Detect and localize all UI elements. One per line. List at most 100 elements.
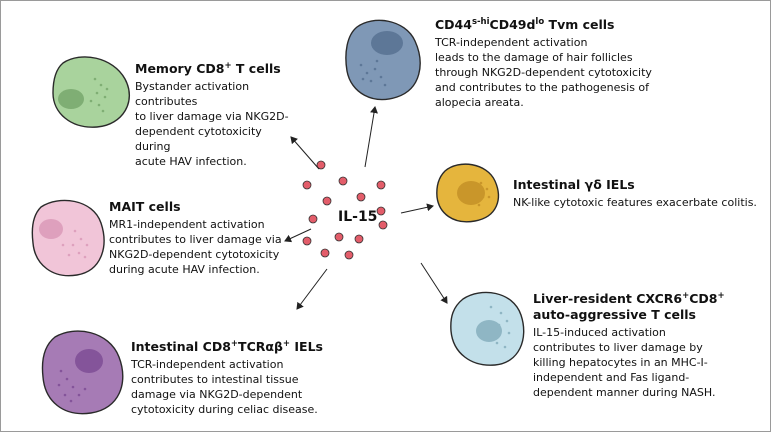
title-superscript: + <box>230 338 239 349</box>
granule <box>61 243 65 247</box>
granules <box>89 77 109 113</box>
granule <box>69 399 73 403</box>
title-segment: Memory CD8 <box>135 61 225 76</box>
granule <box>481 195 485 199</box>
cell-nucleus <box>371 31 403 55</box>
cd44-tvm-cell-icon <box>345 19 421 101</box>
title-segment: IELs <box>290 339 323 354</box>
arrow-to-cd44-tvm <box>364 106 378 168</box>
granules <box>359 59 387 87</box>
arrow-to-intestinal-gd <box>400 203 434 214</box>
granule <box>507 331 511 335</box>
title-segment: Intestinal CD8 <box>131 339 231 354</box>
il15-dot <box>334 232 344 242</box>
title-segment: Intestinal γδ IELs <box>513 177 635 192</box>
memory-cd8-text: Memory CD8+ T cells Bystander activation… <box>135 61 295 169</box>
granule <box>103 95 107 99</box>
cell-nucleus <box>75 349 103 373</box>
memory-cd8-cell-icon <box>52 56 131 128</box>
granule <box>489 305 493 309</box>
intestinal-cd8-text: Intestinal CD8+TCRαβ+ IELs TCR-independe… <box>131 339 341 417</box>
il15-dot <box>356 192 366 202</box>
granule <box>77 251 81 255</box>
arrow-to-memory-cd8 <box>290 136 320 170</box>
granule <box>85 243 89 247</box>
intestinal-gd-text: Intestinal γδ IELs NK-like cytotoxic fea… <box>513 177 763 210</box>
granule <box>473 185 477 189</box>
il15-dot <box>302 180 312 190</box>
cell-nucleus <box>476 320 502 342</box>
title-segment: T cells <box>231 61 281 76</box>
mait-text: MAIT cells MR1-independent activation co… <box>109 199 284 277</box>
cell-body <box>31 199 105 277</box>
granule <box>505 319 509 323</box>
mait-cell-icon <box>31 199 105 277</box>
il15-dot <box>316 160 326 170</box>
granule <box>79 237 83 241</box>
granule <box>77 393 81 397</box>
granule <box>97 103 101 107</box>
liver-cxcr6-text: Liver-resident CXCR6+CD8+ auto-aggressiv… <box>533 291 763 400</box>
il15-dot <box>338 176 348 186</box>
memory-cd8-title: Memory CD8+ T cells <box>135 61 295 77</box>
il15-dot <box>376 180 386 190</box>
granules <box>61 229 89 259</box>
title-superscript: s-hi <box>471 16 490 27</box>
intestinal-gd-description: NK-like cytotoxic features exacerbate co… <box>513 196 757 209</box>
cell-body <box>41 330 124 415</box>
granules <box>473 181 491 207</box>
il15-dot <box>308 214 318 224</box>
il15-dot <box>354 234 364 244</box>
granules <box>489 305 511 349</box>
granule <box>67 253 71 257</box>
granule <box>59 369 63 373</box>
granule <box>497 323 501 327</box>
granule <box>375 59 379 63</box>
arrow-to-mait <box>284 228 312 243</box>
granule <box>379 75 383 79</box>
title-segment: CD49d <box>489 17 536 32</box>
granule <box>365 71 369 75</box>
granule <box>487 195 491 199</box>
cell-body <box>52 56 131 128</box>
il15-dot <box>344 250 354 260</box>
title-superscript: + <box>282 338 291 349</box>
title-superscript: lo <box>535 16 545 27</box>
il15-label: IL-15 <box>338 209 378 225</box>
granule <box>105 87 109 91</box>
granule <box>65 377 69 381</box>
il15-dot <box>320 248 330 258</box>
intestinal-cd8-description: TCR-independent activation contributes t… <box>131 358 318 416</box>
title-segment: MAIT cells <box>109 199 181 214</box>
mait-title: MAIT cells <box>109 199 284 215</box>
il15-dot <box>378 220 388 230</box>
granule <box>495 341 499 345</box>
granule <box>485 187 489 191</box>
granule <box>99 83 103 87</box>
intestinal-cd8-cell-icon <box>41 330 124 415</box>
arrow-to-liver-cxcr6 <box>420 262 448 304</box>
title-segment: CD44 <box>435 17 472 32</box>
cd44-tvm-text: CD44s-hiCD49dlo Tvm cells TCR-independen… <box>435 17 665 110</box>
title-segment: auto-aggressive T cells <box>533 307 696 322</box>
intestinal-gd-title: Intestinal γδ IELs <box>513 177 763 193</box>
granule <box>63 393 67 397</box>
il15-molecules <box>302 160 388 260</box>
mait-description: MR1-independent activation contributes t… <box>109 218 282 276</box>
granule <box>83 387 87 391</box>
granule <box>71 243 75 247</box>
cell-nucleus <box>39 219 63 239</box>
granule <box>369 79 373 83</box>
granules <box>57 369 87 403</box>
granule <box>477 203 481 207</box>
title-segment: CD8 <box>689 291 718 306</box>
liver-cxcr6-description: IL-15-induced activation contributes to … <box>533 326 716 399</box>
intestinal-gd-cell-icon <box>436 163 500 223</box>
granule <box>359 63 363 67</box>
memory-cd8-description: Bystander activation contributes to live… <box>135 80 289 168</box>
granule <box>499 311 503 315</box>
title-superscript: + <box>682 290 690 301</box>
granule <box>73 229 77 233</box>
